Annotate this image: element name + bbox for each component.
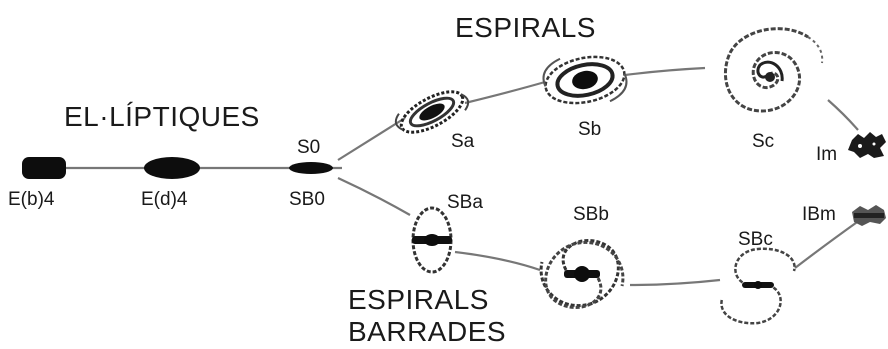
label-ed4: E(d)4 — [141, 190, 187, 209]
ed4-galaxy-icon — [144, 157, 200, 179]
label-sc: Sc — [752, 132, 774, 151]
label-sb0: SB0 — [289, 190, 325, 209]
spirals-heading: ESPIRALS — [455, 14, 596, 42]
sc-galaxy-icon — [725, 29, 822, 111]
s0-to-sa-line — [338, 118, 405, 160]
label-ibm: IBm — [802, 205, 836, 224]
label-sb: Sb — [578, 120, 601, 139]
ellipticals-heading: EL·LÍPTIQUES — [64, 103, 260, 131]
sbc-to-ibm-line — [795, 220, 860, 268]
sbb-galaxy-icon — [541, 241, 623, 308]
label-s0: S0 — [297, 138, 320, 157]
s0-galaxy-icon — [289, 162, 333, 174]
label-sbb: SBb — [573, 205, 609, 224]
label-sba: SBa — [447, 193, 483, 212]
sba-to-sbb-line — [455, 252, 540, 270]
sb0-to-sba-line — [338, 178, 410, 215]
im-galaxy-icon — [848, 132, 886, 158]
sb-to-sc-line — [625, 68, 705, 75]
sb-galaxy-icon — [540, 46, 630, 114]
eb4-galaxy-icon — [22, 157, 66, 179]
label-sbc: SBc — [738, 230, 773, 249]
barred-spirals-heading-line2: BARRADES — [348, 318, 506, 346]
sa-to-sb-line — [465, 82, 545, 103]
label-eb4: E(b)4 — [8, 190, 54, 209]
label-sa: Sa — [451, 132, 474, 151]
sbc-galaxy-icon — [721, 249, 794, 324]
sc-to-im-line — [828, 100, 858, 130]
label-im: Im — [816, 145, 837, 164]
barred-spirals-heading-line1: ESPIRALS — [348, 286, 489, 314]
sba-galaxy-icon — [412, 208, 452, 272]
sbb-to-sbc-line — [630, 280, 720, 285]
ibm-galaxy-icon — [852, 205, 886, 226]
